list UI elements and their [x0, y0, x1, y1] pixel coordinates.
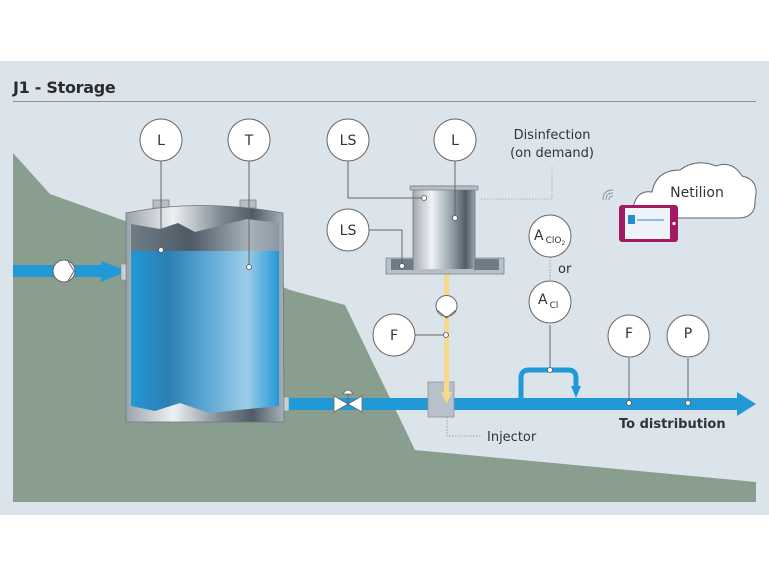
page-title: J1 - Storage — [13, 78, 116, 97]
instrument-tank-level[interactable]: L — [139, 118, 183, 162]
cloud-icon[interactable]: Netilion — [633, 162, 757, 219]
instrument-label: F — [390, 328, 398, 344]
instrument-subscript-2: 2 — [561, 240, 565, 247]
instrument-label: LS — [340, 223, 357, 239]
sample-loop — [518, 367, 579, 398]
instrument-lines — [160, 160, 689, 403]
or-label: or — [558, 262, 572, 277]
dosing-tank — [385, 185, 505, 275]
disinfection-label-2: (on demand) — [510, 146, 594, 161]
instrument-dosing-level[interactable]: L — [433, 118, 477, 162]
instrument-tank-temperature[interactable]: T — [227, 118, 271, 162]
distribution-pipe — [289, 392, 756, 416]
instrument-label: LS — [340, 133, 357, 149]
instrument-outlet-pressure[interactable]: P — [666, 314, 710, 358]
instrument-level-switch-top[interactable]: LS — [326, 118, 370, 162]
dosing-pump-icon — [435, 295, 458, 319]
instrument-subscript: Cl — [550, 301, 559, 311]
instrument-label: F — [625, 326, 633, 342]
injector-label: Injector — [487, 430, 537, 445]
sensing-points — [158, 195, 691, 406]
instrument-level-switch-bottom[interactable]: LS — [326, 208, 370, 252]
instrument-subscript: ClO — [546, 236, 562, 246]
injector-leader — [446, 417, 482, 437]
instrument-label: A — [534, 228, 544, 244]
injector — [427, 381, 455, 418]
title-divider — [13, 101, 756, 102]
instrument-label: L — [451, 133, 459, 149]
valve-icon — [333, 389, 363, 413]
instrument-outlet-flow[interactable]: F — [607, 314, 651, 358]
instrument-label: L — [157, 133, 165, 149]
disinfection-leader — [481, 167, 553, 200]
to-distribution-label: To distribution — [619, 417, 726, 432]
instrument-label: T — [244, 133, 254, 149]
wifi-icon — [602, 189, 614, 201]
cloud-label: Netilion — [670, 185, 724, 201]
storage-tank — [120, 199, 290, 423]
svg-text:ACl: ACl — [538, 292, 558, 311]
tablet-icon[interactable] — [619, 205, 678, 242]
instrument-label: P — [684, 326, 692, 342]
instrument-dosing-flow[interactable]: F — [372, 313, 416, 357]
instrument-label: A — [538, 292, 548, 308]
pump-icon — [52, 259, 76, 283]
disinfection-label-1: Disinfection — [514, 128, 591, 143]
